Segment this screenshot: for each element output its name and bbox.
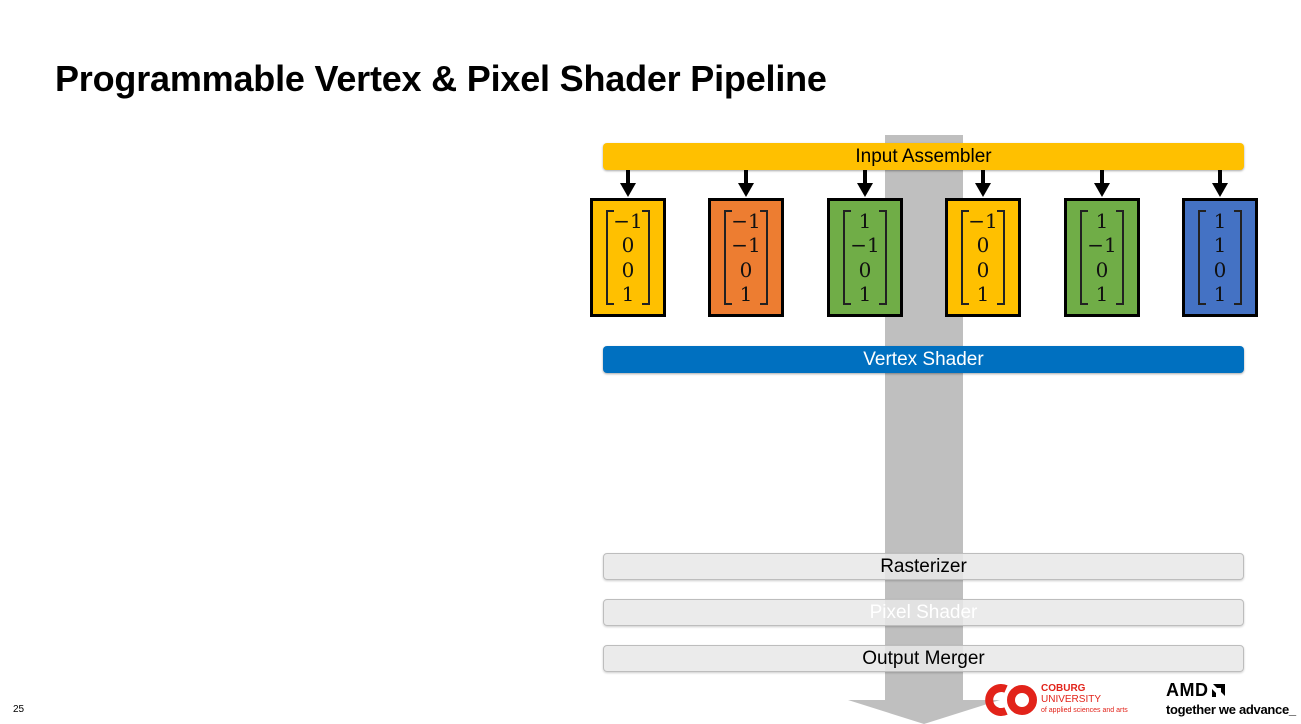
down-arrow-icon: [1212, 170, 1228, 197]
vector-value: 0: [1213, 257, 1227, 282]
vector-value: 1: [858, 281, 872, 306]
vector-value: −1: [850, 233, 880, 258]
vector-value: 0: [621, 233, 635, 258]
output-merger-label: Output Merger: [862, 647, 985, 669]
input-assembler-stage: Input Assembler: [603, 143, 1244, 170]
vertex-vector-6: 1 1 0 1: [1182, 198, 1258, 317]
amd-arrow-icon: [1211, 684, 1225, 697]
amd-logo: AMD together we advance_: [1166, 680, 1296, 717]
vertex-vector-4: −1 0 0 1: [945, 198, 1021, 317]
vector-value: 0: [858, 257, 872, 282]
vertex-vector-1: −1 0 0 1: [590, 198, 666, 317]
vector-value: 1: [739, 281, 753, 306]
output-merger-stage: Output Merger: [603, 645, 1244, 672]
vector-value: 0: [739, 257, 753, 282]
vector-value: 1: [1213, 233, 1227, 258]
coburg-line1: COBURG: [1041, 683, 1086, 694]
vector-value: −1: [731, 233, 761, 258]
vertex-vector-2: −1 −1 0 1: [708, 198, 784, 317]
vertex-shader-stage: Vertex Shader: [603, 346, 1244, 373]
rasterizer-label: Rasterizer: [880, 555, 967, 577]
vector-value: 0: [976, 257, 990, 282]
vector-value: −1: [731, 209, 761, 234]
slide-number: 25: [13, 704, 25, 715]
vector-value: 1: [1095, 281, 1109, 306]
vector-value: 0: [1095, 257, 1109, 282]
vector-value: 1: [1213, 209, 1227, 234]
down-arrow-icon: [620, 170, 636, 197]
coburg-line3: of applied sciences and arts: [1041, 707, 1128, 714]
vector-value: 0: [621, 257, 635, 282]
vertex-vector-3: 1 −1 0 1: [827, 198, 903, 317]
pixel-shader-stage: Pixel Shader: [603, 599, 1244, 626]
down-arrow-icon: [1094, 170, 1110, 197]
vector-value: 1: [1095, 209, 1109, 234]
coburg-co-mark-icon: [985, 684, 1037, 716]
coburg-university-logo: COBURG UNIVERSITY of applied sciences an…: [984, 683, 1154, 719]
vertex-vector-5: 1 −1 0 1: [1064, 198, 1140, 317]
pixel-shader-label: Pixel Shader: [869, 601, 978, 623]
input-assembler-label: Input Assembler: [855, 145, 992, 167]
vector-value: 1: [858, 209, 872, 234]
vertex-shader-label: Vertex Shader: [863, 348, 984, 370]
vector-value: −1: [968, 209, 998, 234]
vector-value: −1: [1087, 233, 1117, 258]
rasterizer-stage: Rasterizer: [603, 553, 1244, 580]
vector-value: 1: [976, 281, 990, 306]
vector-value: 1: [621, 281, 635, 306]
vector-value: 0: [976, 233, 990, 258]
page-title: Programmable Vertex & Pixel Shader Pipel…: [55, 58, 827, 99]
down-arrow-icon: [738, 170, 754, 197]
amd-tagline: together we advance_: [1166, 702, 1296, 717]
down-arrow-icon: [857, 170, 873, 197]
amd-brand: AMD: [1166, 680, 1209, 700]
vector-value: −1: [613, 209, 643, 234]
down-arrow-icon: [975, 170, 991, 197]
vector-value: 1: [1213, 281, 1227, 306]
coburg-line2: UNIVERSITY: [1041, 694, 1102, 705]
